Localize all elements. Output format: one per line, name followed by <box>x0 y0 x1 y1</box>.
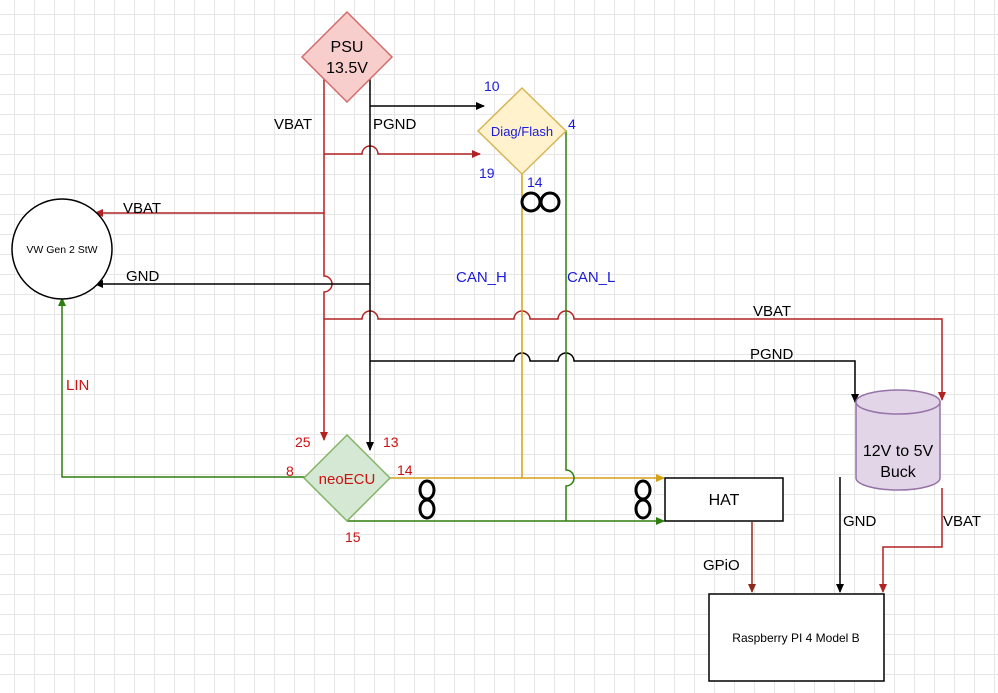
label-buck-pgnd-in: PGND <box>750 346 794 363</box>
buck-converter-node[interactable]: 12V to 5V Buck <box>855 389 941 491</box>
wire-can-h <box>384 172 665 482</box>
pin-diag-10: 10 <box>484 78 500 94</box>
wire-ecu-hat-low <box>347 512 665 525</box>
pin-diag-14: 14 <box>527 174 543 190</box>
label-buck-gnd-out: GND <box>843 513 877 530</box>
label-buck-vbat-out: VBAT <box>943 513 981 530</box>
steering-wheel-node[interactable]: VW Gen 2 StW <box>11 198 113 300</box>
diag-flash-node[interactable]: Diag/Flash <box>476 86 568 176</box>
label-stw-vbat: VBAT <box>123 200 161 217</box>
wire-pgnd-buck <box>370 352 859 403</box>
wire-vbat-diag <box>324 145 481 158</box>
hat-label: HAT <box>709 492 740 509</box>
label-lin: LIN <box>66 377 89 394</box>
psu-node[interactable]: PSU 13.5V <box>300 10 394 104</box>
pin-ecu-8: 8 <box>286 463 294 479</box>
wire-vbat-buck <box>324 310 946 401</box>
twisted-pair-icon <box>520 191 561 213</box>
neoecu-node[interactable]: neoECU <box>302 433 392 523</box>
pin-diag-4: 4 <box>568 116 576 132</box>
wire-can-l <box>565 130 575 521</box>
wire-buck-vbat <box>879 488 943 593</box>
pin-ecu-25: 25 <box>295 434 311 450</box>
twisted-pair-icon <box>634 479 652 520</box>
twisted-pair-icon <box>418 479 436 520</box>
pin-ecu-15: 15 <box>345 529 361 545</box>
hat-node[interactable]: HAT <box>664 477 784 522</box>
label-buck-vbat-in: VBAT <box>753 303 791 320</box>
label-can-l: CAN_L <box>567 269 615 286</box>
label-gpio: GPiO <box>703 557 740 574</box>
pin-ecu-13: 13 <box>383 434 399 450</box>
psu-label-line2: 13.5V <box>326 60 368 77</box>
wire-lin <box>58 297 305 478</box>
pin-diag-19: 19 <box>479 165 495 181</box>
steering-wheel-label: VW Gen 2 StW <box>26 244 97 256</box>
psu-label-line1: PSU <box>331 39 364 56</box>
label-psu-pgnd: PGND <box>373 116 417 133</box>
buck-label-line2: Buck <box>880 464 917 481</box>
label-stw-gnd: GND <box>126 268 160 285</box>
raspberry-pi-label: Raspberry PI 4 Model B <box>732 631 859 645</box>
raspberry-pi-node[interactable]: Raspberry PI 4 Model B <box>708 593 885 682</box>
pin-ecu-14: 14 <box>397 462 413 478</box>
label-can-h: CAN_H <box>456 269 507 286</box>
neoecu-label: neoECU <box>319 471 376 488</box>
wire-vbat-trunk <box>320 72 333 441</box>
buck-label-line1: 12V to 5V <box>863 443 934 460</box>
label-psu-vbat: VBAT <box>274 116 312 133</box>
diag-flash-label: Diag/Flash <box>491 124 553 139</box>
